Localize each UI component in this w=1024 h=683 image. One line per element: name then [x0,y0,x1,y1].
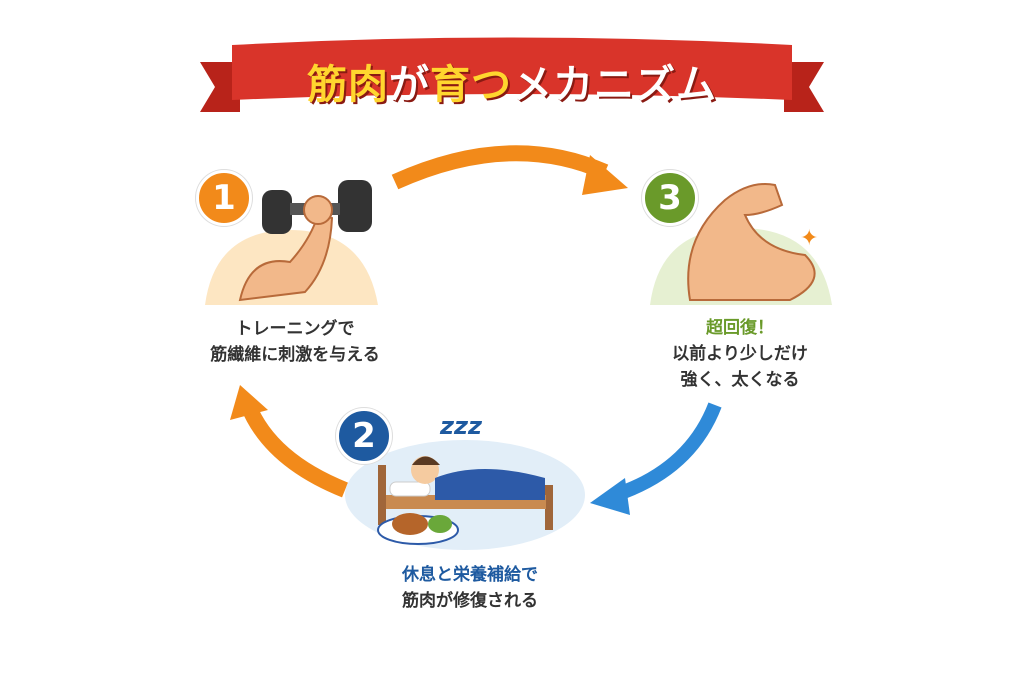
step-1-caption: トレーニングで 筋繊維に刺激を与える [180,316,410,368]
caption-line: 筋肉が修復される [402,591,538,611]
step-2-caption: 休息と栄養補給で 筋肉が修復される [355,562,585,614]
caption-heading: 超回復！ [706,318,774,338]
title-part: 育つ [430,62,512,108]
page-title: 筋肉が育つメカニズム [0,52,1024,110]
caption-line: 休息と栄養補給で [402,565,538,585]
title-part: 筋肉 [307,62,389,108]
arrow-2-to-1 [240,401,348,498]
sleeping-person-icon [377,456,553,545]
caption-line: トレーニングで [235,319,355,339]
step-3-caption: 超回復！ 以前より少しだけ 強く、太くなる [630,315,850,393]
step-3-badge: 3 [642,170,698,226]
caption-line: 筋繊維に刺激を与える [210,345,380,365]
caption-line: 強く、太くなる [680,370,800,390]
step-2-badge: 2 [336,408,392,464]
flexed-bicep-icon: ✦ [687,183,818,301]
title-ribbon [200,37,824,112]
arm-dumbbell-icon [238,180,372,302]
arrow-head [582,155,628,195]
title-part: メカニズム [512,62,717,108]
caption-line: 以前より少しだけ [672,344,808,364]
svg-text:✦: ✦ [800,226,818,251]
arrow-1-to-3 [391,145,609,190]
arrow-3-to-2 [612,402,722,502]
step-1-badge: 1 [196,170,252,226]
sleep-z-icon: zzz [440,412,482,440]
title-part: が [389,62,430,108]
